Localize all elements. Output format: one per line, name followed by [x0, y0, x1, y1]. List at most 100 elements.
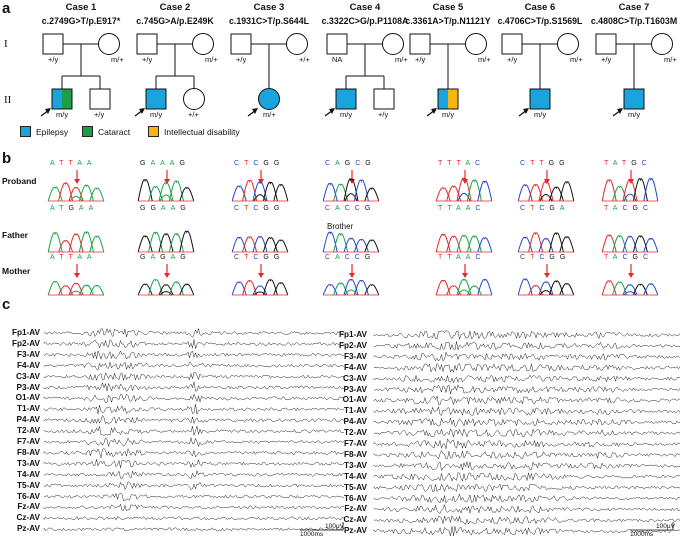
case-6-father-peak-2 [528, 232, 544, 253]
case-2-proband-bottom-bases-base-2: G [150, 205, 161, 212]
case-1-proband-top-bases: ATTAA [50, 160, 97, 167]
case-5-father-bases: TTAAC [438, 254, 485, 261]
eeg-left-trace-7 [43, 393, 345, 404]
eeg-right-scale-amp: 100μV [656, 523, 675, 530]
case-6-proband-top-bases-base-5: G [559, 160, 570, 167]
case-7-proband-top-bases-base-1: T [604, 160, 613, 167]
case-7-proband-top-bases: TATGC [604, 160, 652, 167]
case-6-proband-peak-2 [528, 184, 544, 202]
case-4-father-peak-2 [333, 233, 349, 253]
case-5-mother-peak-1 [435, 279, 451, 296]
case-2-child-1 [145, 88, 167, 110]
eeg-left-label-3: F3-AV [16, 349, 40, 359]
case-1-mother-peak-3-secondary [69, 290, 83, 296]
case-2-father-peak-2 [148, 231, 164, 253]
case-5-father-peak-3 [456, 235, 472, 253]
case-1-mother-peak-1 [47, 281, 63, 296]
case-2-father-genotype: +/y [142, 55, 153, 64]
case-1-proband-peak-3-secondary [69, 196, 83, 202]
case-2-proband-bottom-bases-base-1: G [140, 205, 151, 212]
case-5-child-1 [437, 88, 459, 110]
eeg-right-trace-10 [373, 428, 681, 438]
case-3-proband-bottom-bases: CTCGG [234, 205, 284, 212]
case-5-mother-peak-3 [456, 279, 472, 296]
case-2-father-peak-3 [158, 233, 174, 253]
case-6-proband-peak-3-secondary [539, 194, 553, 202]
case-4-proband-top-bases: CAGCG [325, 160, 376, 167]
case-7-proband-peak-3-secondary [623, 193, 637, 202]
case-1-proband-bottom-bases-base-2: T [59, 205, 69, 212]
eeg-right-trace-4 [373, 362, 681, 374]
case-4-proband-peak-2 [333, 183, 349, 202]
legend-swatch-cataract [82, 126, 93, 137]
case-4-father-peak-5 [364, 239, 380, 253]
eeg-right-trace-14 [373, 472, 681, 482]
eeg-right-label-17: Fz-AV [344, 504, 367, 514]
case-3-proband-top-bases-base-4: G [263, 160, 274, 167]
legend-label-epilepsy: Epilepsy [36, 126, 69, 137]
case-2-proband-peak-3-secondary [159, 194, 173, 202]
case-1-father-bases-base-5: A [86, 254, 97, 261]
generation-label-I: I [4, 38, 8, 50]
case-7-father-bases-base-3: C [622, 254, 633, 261]
case-1-child-1-genotype: m/y [56, 110, 69, 119]
case-3-proband-top-bases-base-1: C [234, 160, 245, 167]
case-4-father-bases: CACCG [325, 254, 375, 261]
case-6-father-genotype: +/y [507, 55, 518, 64]
eeg-left-trace-19 [43, 527, 345, 532]
eeg-right-trace-18 [373, 515, 681, 525]
eeg-left-label-4: F4-AV [16, 360, 40, 370]
case-7-proband-peak-2 [612, 186, 628, 202]
case-4-proband-top-bases-base-4: C [355, 160, 366, 167]
case-3-proband-peak-3 [252, 181, 268, 202]
case-6-father-peak-5 [559, 236, 575, 253]
case-6-mother-peak-5 [559, 283, 575, 296]
case-5-proband-top-bases-base-4: A [465, 160, 475, 167]
case-4-proband-bottom-bases: CACCG [325, 205, 375, 212]
eeg-left-trace-10 [43, 425, 345, 436]
eeg-left-label-11: F7-AV [16, 437, 40, 446]
case-4-mother-peak-2 [333, 282, 349, 296]
case-6-father-peak-3 [538, 238, 554, 253]
case-1-mother-peak-5 [89, 285, 105, 296]
case-4-child-1-genotype: m/y [340, 110, 353, 119]
eeg-left-label-5: C3-AV [16, 371, 40, 381]
case-4-proband-top-bases-base-5: G [365, 160, 376, 167]
case-2-title: Case 2 [159, 2, 191, 13]
case-7-father-bases-base-4: G [632, 254, 643, 261]
case-3-child-1 [258, 88, 280, 110]
eeg-left-label-7: O1-AV [15, 393, 40, 403]
case-4-proband-bottom-bases-base-3: C [344, 205, 355, 212]
case-6-mother-peak-4 [548, 280, 564, 296]
case-6-proband-top-bases-base-1: C [520, 160, 531, 167]
case-3-father-bases-base-3: C [253, 254, 264, 261]
case-5-mother-peak-5 [477, 279, 493, 296]
case-7-proband-top-bases-base-5: C [641, 160, 652, 167]
seq-row-father: Father [2, 230, 28, 240]
case-5-father-bases-base-5: C [475, 254, 486, 261]
eeg-right-label-19: Pz-AV [343, 526, 367, 536]
case-1-child-2 [89, 88, 111, 110]
case-4-father-bases-base-2: A [335, 254, 345, 261]
generation-label-II: II [4, 94, 12, 106]
case-1-mother-peak-2 [58, 285, 74, 296]
case-1-father-peak-1 [47, 232, 63, 253]
case-5-proband-bottom-bases-base-5: C [475, 205, 486, 212]
eeg-right-trace-1 [373, 330, 681, 340]
case-3-mother-peak-4 [262, 279, 278, 296]
case-7-child-1-genotype: m/y [628, 110, 641, 119]
case-1-father-bases-base-4: A [77, 254, 87, 261]
case-1-child-1-fill-left [52, 89, 62, 109]
case-5-father-bases-base-4: A [465, 254, 476, 261]
case-4-mother-genotype: m/+ [395, 55, 408, 64]
case-7-mother-peak-4 [632, 283, 648, 296]
case-2-father-peak-4 [168, 233, 184, 253]
case-5-mother [465, 33, 487, 55]
case-5-father-peak-2 [446, 235, 462, 253]
eeg-right-trace-2 [373, 341, 681, 351]
case-5-proband-bottom-bases-base-4: A [465, 205, 476, 212]
case-6-proband-bottom-bases-base-3: C [539, 205, 550, 212]
eeg-right-label-5: C3-AV [343, 373, 367, 383]
eeg-right-trace-6 [373, 384, 681, 395]
case-7-proband-bottom-bases: TACGC [604, 205, 653, 212]
